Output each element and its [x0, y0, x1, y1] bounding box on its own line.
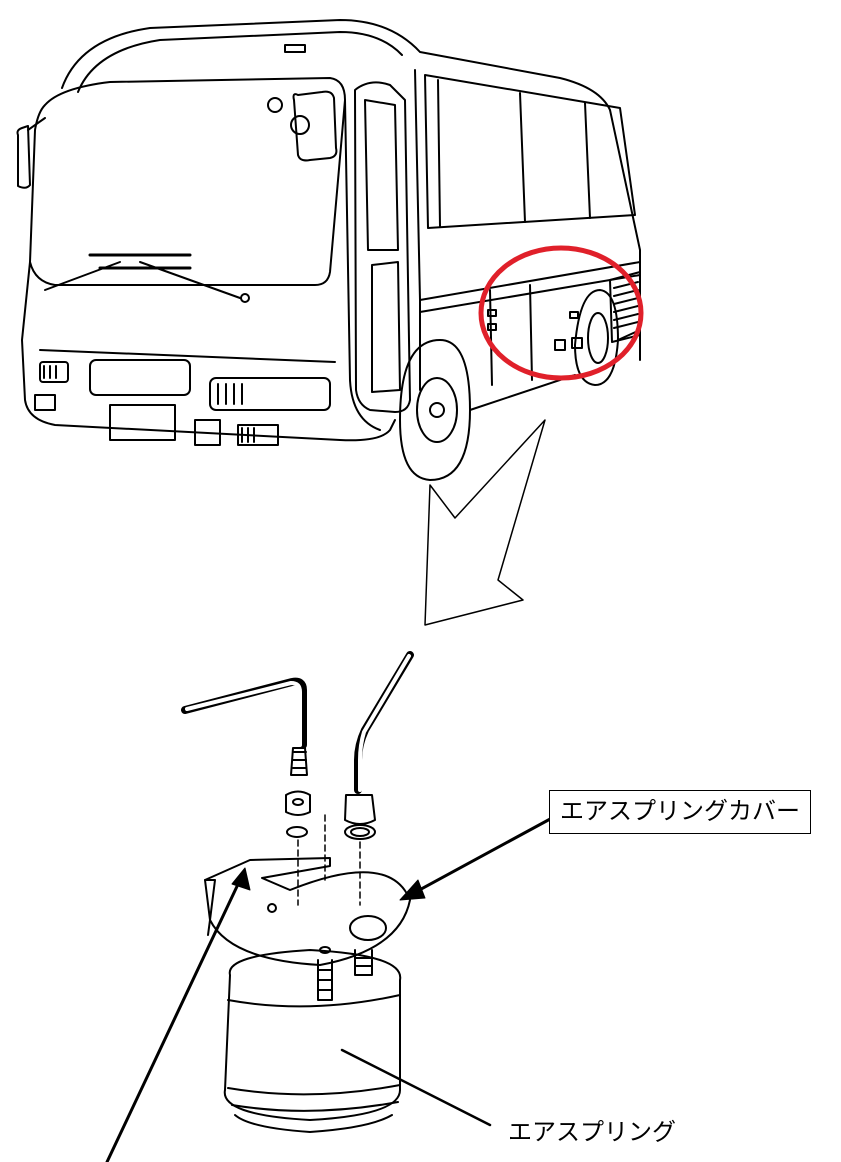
highlight-circle	[478, 245, 644, 381]
hook-leader-line	[105, 878, 242, 1162]
pointer-arrows	[105, 816, 554, 1162]
air-spring-assembly	[181, 651, 414, 1133]
cover-leader-line	[410, 816, 554, 896]
door	[354, 81, 411, 413]
magnify-arrow	[424, 419, 546, 626]
cover-arrowhead	[399, 879, 426, 901]
windshield	[29, 77, 346, 286]
front-wheel	[399, 339, 471, 481]
air-spring-cover	[204, 857, 411, 966]
air-spring-label: エアスプリング	[508, 1118, 676, 1146]
bus-illustration	[16, 19, 641, 481]
air-spring-cover-label: エアスプリングカバー	[549, 790, 811, 834]
hook-arrowhead	[231, 867, 251, 891]
spring-leader-line	[340, 1048, 492, 1127]
air-spring	[223, 949, 402, 1121]
